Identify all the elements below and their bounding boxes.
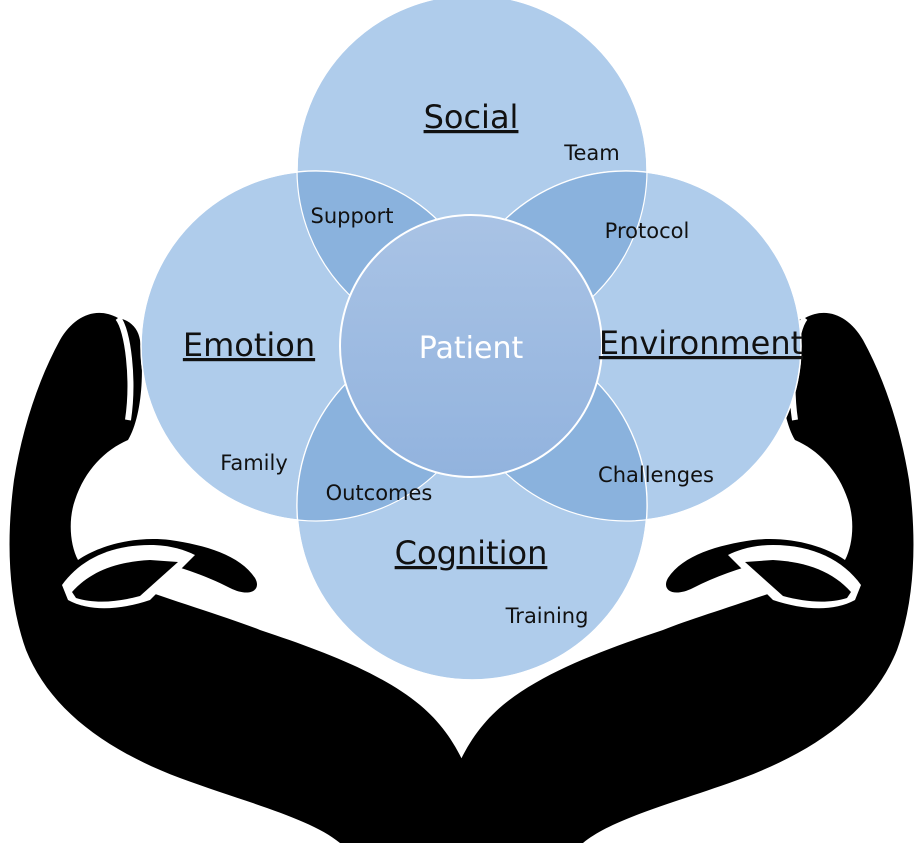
training-label: Training xyxy=(505,604,589,628)
emotion-label: Emotion xyxy=(183,326,315,364)
patient-center-circle xyxy=(339,214,603,478)
cupped-hands-icon xyxy=(9,312,914,844)
family-label: Family xyxy=(220,451,288,475)
protocol-label: Protocol xyxy=(605,219,690,243)
outcomes-label: Outcomes xyxy=(326,481,433,505)
challenges-label: Challenges xyxy=(598,463,714,487)
social-label: Social xyxy=(424,98,519,136)
center-label: Patient xyxy=(419,331,524,366)
support-label: Support xyxy=(310,204,393,228)
environment-label: Environment xyxy=(599,324,803,362)
team-label: Team xyxy=(563,141,620,165)
cognition-label: Cognition xyxy=(395,534,548,572)
